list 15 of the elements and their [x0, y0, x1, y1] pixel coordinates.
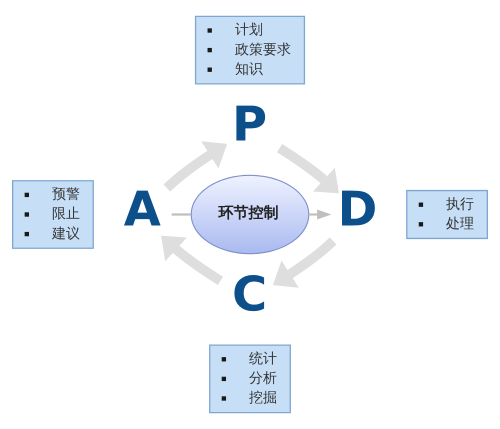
node-text: P	[232, 98, 268, 153]
arrow	[161, 236, 224, 285]
node-box: 执行 处理	[406, 190, 488, 240]
arrow	[164, 141, 228, 192]
arrow	[276, 144, 339, 194]
node-box: 预警 限止 建议	[12, 180, 94, 249]
node-text: A	[124, 182, 161, 238]
node-ellipse: 环节控制	[190, 174, 310, 254]
node-text: D	[338, 182, 378, 238]
node-box: 统计 分析 挖掘	[209, 344, 291, 414]
arrow	[308, 210, 332, 220]
node-text: C	[232, 268, 268, 323]
arrow	[272, 237, 336, 288]
node-box: 计划 政策要求 知识	[194, 16, 306, 84]
connector	[172, 213, 191, 216]
